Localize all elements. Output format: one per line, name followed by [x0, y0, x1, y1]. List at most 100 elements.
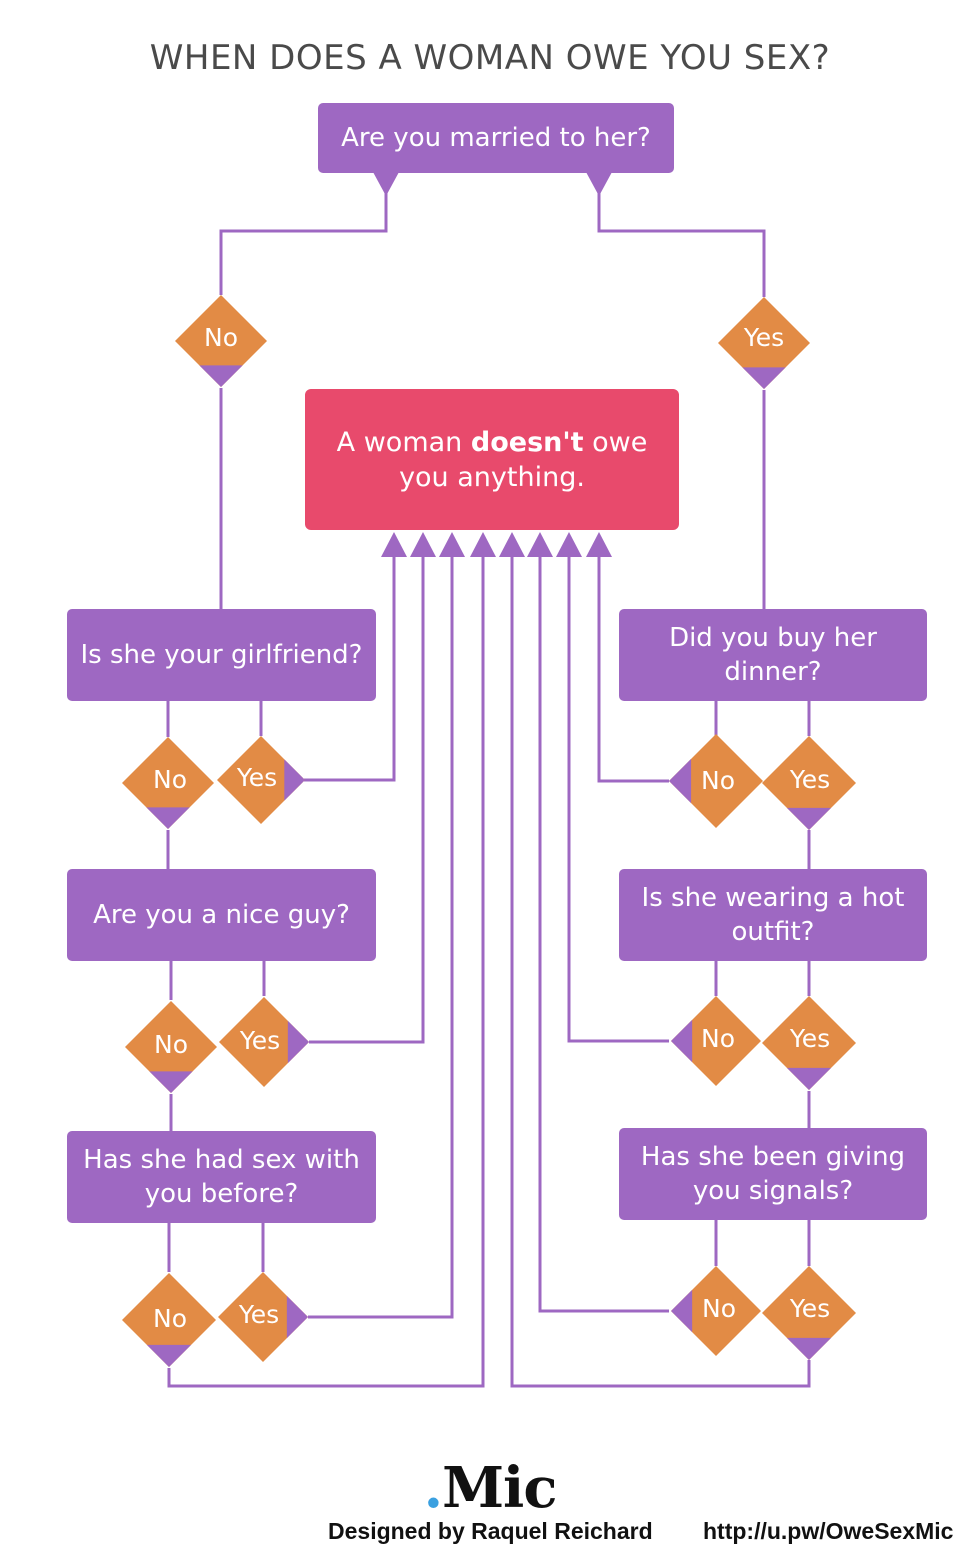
diamond-sex-yes-shape	[218, 1272, 308, 1362]
diamond-girlfriend-no	[122, 737, 214, 829]
answer-dinner-yes: Yes	[789, 765, 831, 794]
diamond-nice-no	[125, 1001, 217, 1093]
answer-had-sex-no: No	[153, 1304, 187, 1333]
arrowhead-1	[381, 532, 407, 557]
answer-nice-guy-yes: Yes	[239, 1026, 281, 1055]
diamond-outfit-yes-exit	[786, 1067, 832, 1090]
diamond-married-yes	[718, 297, 810, 389]
answer-married-yes: Yes	[743, 323, 785, 352]
result-box: A woman doesn't owe you anything.	[305, 389, 679, 530]
question-dinner-label: Did you buy her dinner?	[669, 623, 877, 687]
diamond-married-no	[175, 295, 267, 387]
sex-no-out	[167, 545, 485, 1388]
diamond-married-no-shape	[175, 295, 267, 387]
diamond-outfit-yes-shape	[762, 996, 856, 1090]
arrowhead-8	[586, 532, 612, 557]
arrowhead-5	[499, 532, 525, 557]
diamond-girlfriend-yes-exit	[284, 759, 305, 801]
dinner-no-out	[597, 545, 669, 783]
question-signals: Has she been giving you signals?	[619, 1128, 927, 1220]
arrowhead-4	[470, 532, 496, 557]
arrowhead-7	[556, 532, 582, 557]
married-yes-path	[597, 173, 766, 297]
nice-yes-out	[309, 545, 425, 1044]
sex-yes-out	[308, 545, 454, 1319]
diamond-nice-no-exit	[149, 1071, 193, 1093]
question-nice-guy-label: Are you a nice guy?	[93, 900, 350, 930]
question-married: Are you married to her?	[318, 103, 674, 173]
diamond-sex-no-exit	[146, 1344, 192, 1367]
answer-dinner-no: No	[701, 766, 735, 795]
diamond-nice-yes-shape	[219, 997, 309, 1087]
chart-title: WHEN DOES A WOMAN OWE YOU SEX?	[149, 38, 831, 78]
diamond-nice-yes	[219, 997, 309, 1087]
diamond-outfit-no-shape	[671, 996, 761, 1086]
diamond-sex-yes	[218, 1272, 308, 1362]
girlfriend-yes-out	[304, 545, 396, 782]
diamond-sex-no-shape	[122, 1273, 216, 1367]
diamond-married-no-exit	[199, 365, 243, 387]
diamond-signals-yes-exit	[786, 1337, 832, 1360]
outfit-no-out	[567, 545, 669, 1043]
diamond-outfit-yes	[762, 996, 856, 1090]
diamond-girlfriend-no-exit	[146, 807, 190, 829]
diamond-nice-yes-exit	[287, 1020, 309, 1064]
answer-nice-guy-no: No	[154, 1030, 188, 1059]
answer-girlfriend-yes: Yes	[236, 763, 278, 792]
answer-signals-yes: Yes	[789, 1294, 831, 1323]
diamond-married-yes-exit	[742, 367, 786, 389]
answer-outfit-yes: Yes	[789, 1024, 831, 1053]
diamond-dinner-no-shape	[669, 734, 763, 828]
question-had-sex: Has she had sex with you before?	[67, 1131, 376, 1223]
question-notch-2	[586, 172, 612, 196]
diamond-married-yes-shape	[718, 297, 810, 389]
diamond-girlfriend-no-shape	[122, 737, 214, 829]
mic-logo-dot: .	[423, 1455, 443, 1521]
diamond-girlfriend-yes	[217, 736, 305, 824]
diamond-girlfriend-yes-shape	[217, 736, 305, 824]
signals-no-out	[538, 545, 669, 1313]
question-married-label: Are you married to her?	[341, 123, 651, 153]
married-no-path	[219, 173, 388, 295]
diamond-dinner-no-exit	[669, 758, 692, 804]
diamond-signals-no-exit	[671, 1289, 693, 1333]
diamond-signals-no	[671, 1266, 761, 1356]
answer-girlfriend-no: No	[153, 765, 187, 794]
arrowhead-6	[527, 532, 553, 557]
answer-outfit-no: No	[701, 1024, 735, 1053]
designer-credit: Designed by Raquel Reichard	[328, 1518, 653, 1544]
answer-married-no: No	[204, 323, 238, 352]
diamond-outfit-no-exit	[671, 1019, 693, 1063]
result-text: A woman doesn't owe you anything.	[336, 426, 648, 493]
diamond-nice-no-shape	[125, 1001, 217, 1093]
diamond-outfit-no	[671, 996, 761, 1086]
diamond-sex-yes-exit	[286, 1295, 308, 1339]
arrowhead-3	[439, 532, 465, 557]
arrowhead-2	[410, 532, 436, 557]
diamond-signals-yes-shape	[762, 1266, 856, 1360]
question-outfit: Is she wearing a hot outfit?	[619, 869, 927, 961]
answer-had-sex-yes: Yes	[238, 1300, 280, 1329]
result-emphasis: doesn't	[470, 426, 584, 458]
question-girlfriend-label: Is she your girlfriend?	[80, 640, 363, 670]
question-dinner: Did you buy her dinner?	[619, 609, 927, 701]
answer-signals-no: No	[702, 1294, 736, 1323]
diamond-dinner-no	[669, 734, 763, 828]
diamond-dinner-yes	[762, 736, 856, 830]
mic-logo: .Mic	[0, 1455, 980, 1521]
diamond-signals-no-shape	[671, 1266, 761, 1356]
question-nice-guy: Are you a nice guy?	[67, 869, 376, 961]
diamond-sex-no	[122, 1273, 216, 1367]
signals-yes-out	[510, 545, 811, 1388]
diamond-signals-yes	[762, 1266, 856, 1360]
source-url: http://u.pw/OweSexMic	[703, 1518, 954, 1544]
diamond-dinner-yes-shape	[762, 736, 856, 830]
question-had-sex-label: Has she had sex with you before?	[83, 1145, 360, 1209]
question-outfit-label: Is she wearing a hot outfit?	[641, 883, 905, 947]
question-girlfriend: Is she your girlfriend?	[67, 609, 376, 701]
question-notch-1	[373, 172, 399, 196]
question-signals-label: Has she been giving you signals?	[640, 1142, 906, 1206]
mic-logo-text: Mic	[442, 1455, 557, 1521]
diamond-dinner-yes-exit	[786, 807, 832, 830]
